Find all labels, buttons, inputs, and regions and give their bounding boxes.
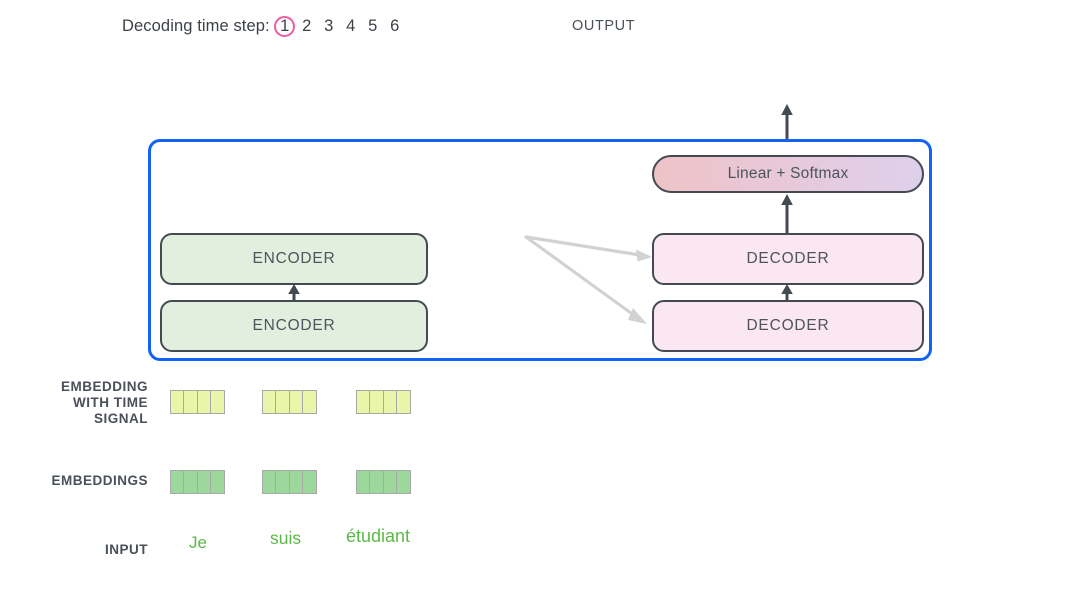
input-label: INPUT	[105, 542, 148, 557]
time-signal-vector-2	[356, 390, 412, 414]
time-step-2[interactable]: 2	[302, 17, 312, 35]
decoder-stack-up-arrow-icon	[781, 284, 793, 302]
embedding-with-time-signal-line-3: SIGNAL	[93, 411, 148, 426]
embedding-with-time-signal-label: EMBEDDING WITH TIME SIGNAL	[0, 379, 148, 427]
vector-cell	[396, 390, 412, 414]
decoder-top-label: DECODER	[746, 250, 830, 267]
decoder-bottom-box[interactable]: DECODER	[652, 300, 924, 352]
time-step-5[interactable]: 5	[368, 17, 378, 35]
decoder-top-box[interactable]: DECODER	[652, 233, 924, 285]
encoder-to-decoder-arrows	[524, 235, 652, 324]
decoding-time-step-bar: Decoding time step: 1 2 3 4 5 6	[122, 15, 406, 37]
embedding-vector-1	[262, 470, 318, 494]
encoder-to-decoder-arrow-bottom-icon	[524, 235, 647, 324]
time-step-3[interactable]: 3	[324, 17, 334, 35]
encoder-top-box[interactable]: ENCODER	[160, 233, 428, 285]
input-word-0: Je	[189, 533, 207, 552]
embedding-vector-2	[356, 470, 412, 494]
encoder-stack-up-arrow-icon	[288, 284, 300, 302]
time-signal-vector-0	[170, 390, 226, 414]
vector-cell	[210, 470, 226, 494]
time-step-1[interactable]: 1	[274, 15, 296, 37]
decoder-to-linear-up-arrow-icon	[781, 194, 793, 234]
time-signal-vector-1	[262, 390, 318, 414]
encoder-to-decoder-arrow-top-icon	[524, 235, 652, 262]
linear-softmax-box[interactable]: Linear + Softmax	[652, 155, 924, 193]
input-word-2: étudiant	[346, 526, 411, 546]
embedding-with-time-signal-line-2: WITH TIME	[73, 395, 148, 410]
decoder-bottom-label: DECODER	[746, 317, 830, 334]
encoder-bottom-label: ENCODER	[252, 317, 336, 334]
encoder-top-label: ENCODER	[252, 250, 336, 267]
output-up-arrow-icon	[781, 104, 793, 140]
decoding-time-step-label: Decoding time step:	[122, 16, 270, 35]
vector-cell	[210, 390, 226, 414]
embedding-vector-0	[170, 470, 226, 494]
vector-cell	[396, 470, 412, 494]
vector-cell	[302, 390, 318, 414]
vector-cell	[302, 470, 318, 494]
encoder-bottom-box[interactable]: ENCODER	[160, 300, 428, 352]
linear-softmax-label: Linear + Softmax	[727, 165, 849, 182]
time-step-4[interactable]: 4	[346, 17, 356, 35]
time-step-6[interactable]: 6	[390, 17, 400, 35]
input-word-1: suis	[270, 528, 302, 548]
output-label: OUTPUT	[572, 18, 636, 34]
embedding-with-time-signal-line-1: EMBEDDING	[60, 379, 148, 394]
embeddings-label: EMBEDDINGS	[51, 473, 148, 488]
time-step-list: 1 2 3 4 5 6	[274, 15, 406, 37]
